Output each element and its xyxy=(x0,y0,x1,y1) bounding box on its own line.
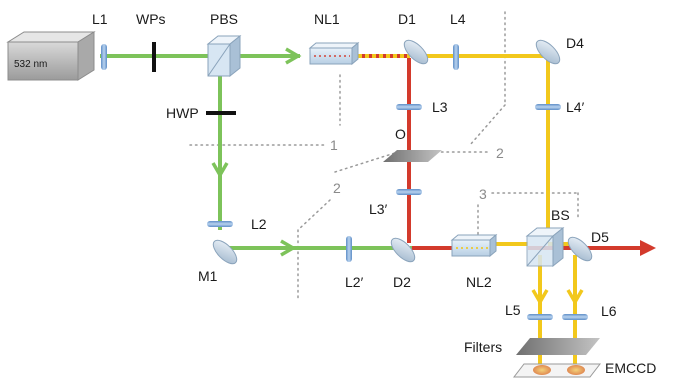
waveplates-WPs xyxy=(152,42,156,72)
path-number-2-right: 2 xyxy=(496,145,504,161)
label-D2: D2 xyxy=(393,274,411,290)
nonlinear-crystal-NL2 xyxy=(450,233,498,258)
dichroic-mirror-D5 xyxy=(567,236,593,262)
nonlinear-crystal-NL1 xyxy=(308,41,360,66)
label-L4p: L4′ xyxy=(566,99,585,115)
polarizing-beam-splitter xyxy=(206,34,242,78)
dichroic-mirror-D1 xyxy=(403,39,429,65)
label-NL1: NL1 xyxy=(314,11,340,27)
label-laser: 532 nm xyxy=(14,59,47,70)
half-waveplate-HWP xyxy=(206,111,236,115)
lens-L1 xyxy=(101,44,107,70)
label-L5: L5 xyxy=(505,302,521,318)
label-Filters: Filters xyxy=(464,339,502,355)
emccd-camera xyxy=(512,363,602,378)
dichroic-mirror-D2 xyxy=(390,237,416,263)
filters-plate xyxy=(516,338,600,355)
label-WPs: WPs xyxy=(136,11,166,27)
lens-L2 xyxy=(207,221,233,227)
path-number-1: 1 xyxy=(330,137,338,153)
object-O xyxy=(383,150,442,162)
label-O: O xyxy=(395,126,406,142)
lens-L4 xyxy=(453,44,459,70)
emccd-spot-right xyxy=(567,365,585,375)
label-L4: L4 xyxy=(450,11,466,27)
label-PBS: PBS xyxy=(210,11,238,27)
label-D5: D5 xyxy=(591,229,609,245)
component-labels: 532 nm L1 WPs PBS NL1 D1 L4 D4 HWP L3 L4… xyxy=(14,11,656,376)
label-M1: M1 xyxy=(198,268,218,284)
label-L3: L3 xyxy=(432,99,448,115)
lens-L5 xyxy=(527,314,553,320)
beam-arrows xyxy=(211,47,656,306)
emccd-spot-left xyxy=(533,365,551,375)
label-HWP: HWP xyxy=(166,105,199,121)
label-D4: D4 xyxy=(566,35,584,51)
label-L2: L2 xyxy=(251,216,267,232)
lens-L3p xyxy=(396,189,422,195)
label-L1: L1 xyxy=(92,11,108,27)
label-EMCCD: EMCCD xyxy=(605,360,656,376)
label-NL2: NL2 xyxy=(466,274,492,290)
lens-L6 xyxy=(562,314,588,320)
label-BS: BS xyxy=(551,207,570,223)
path-number-3: 3 xyxy=(479,186,487,202)
beam-splitter xyxy=(525,226,565,268)
laser-source xyxy=(6,31,96,81)
label-L3p: L3′ xyxy=(369,201,388,217)
path-numbers: 1 2 2 3 xyxy=(330,137,504,202)
label-D1: D1 xyxy=(398,11,416,27)
lens-L3 xyxy=(396,104,422,110)
mirror-M1 xyxy=(212,239,238,265)
lens-L4p xyxy=(535,104,561,110)
lens-L2p xyxy=(346,236,352,262)
mirror-D4 xyxy=(535,39,561,65)
path-number-2-left: 2 xyxy=(333,180,341,196)
label-L6: L6 xyxy=(601,303,617,319)
label-L2p: L2′ xyxy=(345,274,364,290)
